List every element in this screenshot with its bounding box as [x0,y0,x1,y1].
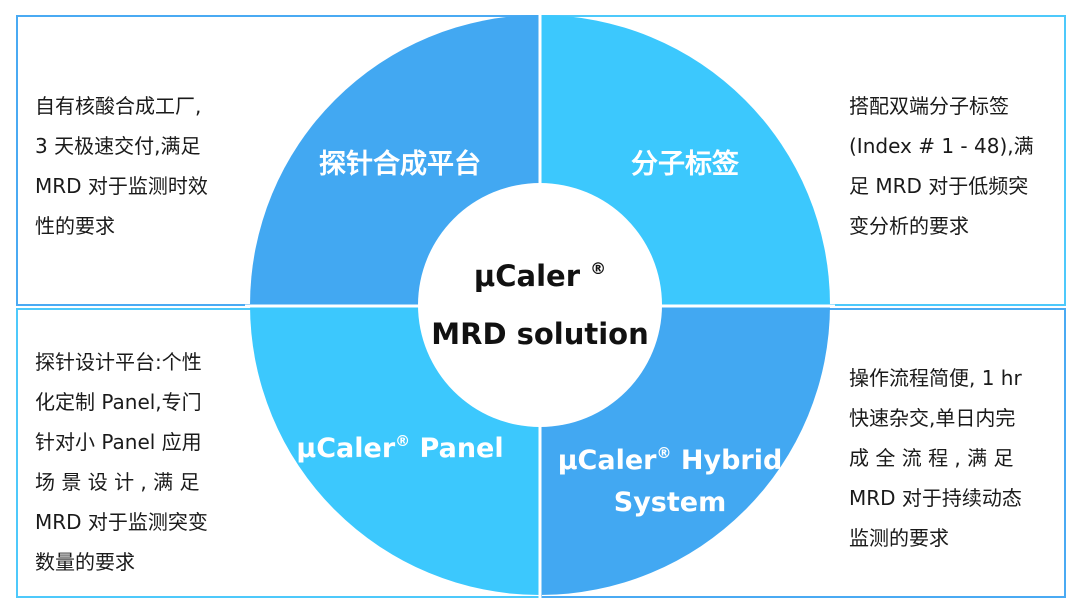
description-bottom-left: 探针设计平台:个性 化定制 Panel,专门 针对小 Panel 应用 场 景 … [35,342,208,582]
description-line: 探针设计平台:个性 [35,350,202,374]
description-top-right: 搭配双端分子标签 (Index # 1 - 48),满 足 MRD 对于低频突 … [849,86,1034,246]
description-line: MRD 对于监测时效 [35,174,208,198]
label-brand: μCaler [296,433,396,464]
description-line: 性的要求 [35,214,115,238]
description-line: 针对小 Panel 应用 [35,430,202,454]
registered-mark: ® [395,432,411,450]
label-suffix: Hybrid [671,445,783,476]
center-title: μCaler ® MRD solution [420,240,660,363]
description-line: MRD 对于持续动态 [849,486,1022,510]
label-line2: System [613,487,727,518]
description-line: 操作流程简便, 1 hr [849,366,1022,390]
description-line: MRD 对于监测突变 [35,510,208,534]
center-title-line1: μCaler ® [420,240,660,305]
description-line: 监测的要求 [849,526,949,550]
description-line: 自有核酸合成工厂, [35,94,202,118]
registered-mark: ® [656,444,672,462]
registered-mark: ® [590,259,607,278]
description-line: 成 全 流 程 , 满 足 [849,446,1014,470]
center-brand: μCaler [473,259,580,293]
center-title-line2: MRD solution [431,317,649,351]
description-line: 化定制 Panel,专门 [35,390,202,414]
description-line: 足 MRD 对于低频突 [849,174,1029,198]
description-line: 场 景 设 计 , 满 足 [35,470,200,494]
label-molecular-tags: 分子标签 [631,149,739,180]
description-line: (Index # 1 - 48),满 [849,134,1034,158]
description-line: 3 天极速交付,满足 [35,134,201,158]
label-brand: μCaler [557,445,657,476]
description-line: 变分析的要求 [849,214,969,238]
description-line: 数量的要求 [35,550,135,574]
label-suffix: Panel [410,433,504,464]
description-line: 搭配双端分子标签 [849,94,1009,118]
description-top-left: 自有核酸合成工厂, 3 天极速交付,满足 MRD 对于监测时效 性的要求 [35,86,208,246]
label-probe-synthesis-platform: 探针合成平台 [319,149,481,180]
center-circle [418,183,662,427]
description-bottom-right: 操作流程简便, 1 hr 快速杂交,单日内完 成 全 流 程 , 满 足 MRD… [849,358,1022,558]
label-ucaler-hybrid-system: μCaler® Hybrid System [545,432,795,524]
label-ucaler-panel: μCaler® Panel [280,432,520,464]
description-line: 快速杂交,单日内完 [849,406,1016,430]
